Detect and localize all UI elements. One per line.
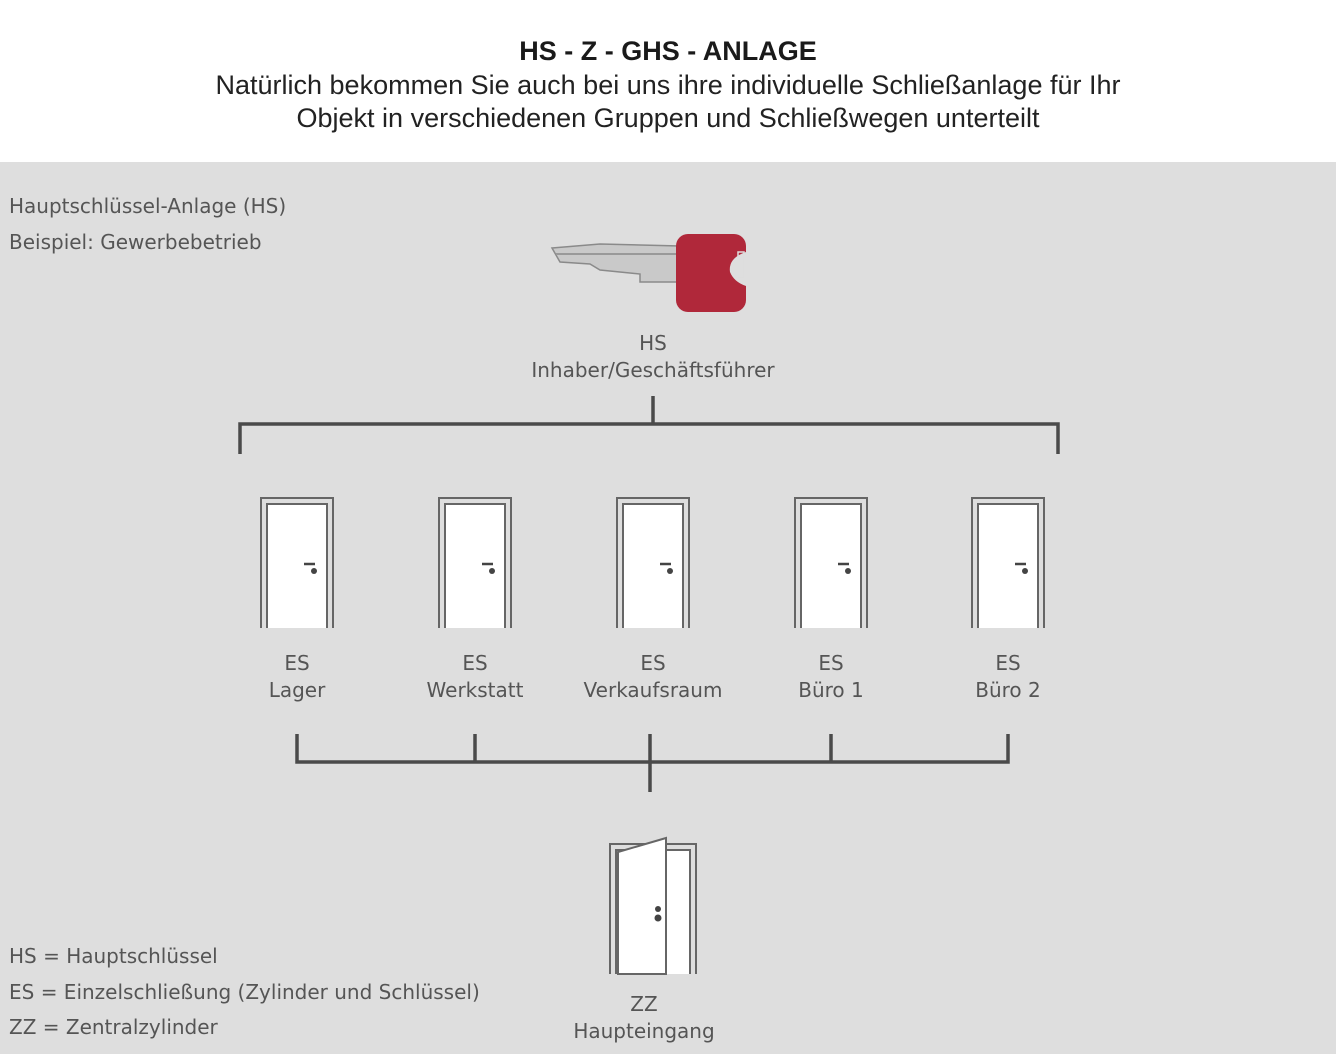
door-label: Werkstatt <box>426 678 524 702</box>
door-icon <box>794 497 868 628</box>
main-entrance-door-icon <box>609 836 697 975</box>
bottom-connector <box>295 734 1010 792</box>
central-cylinder-code: ZZ <box>630 992 658 1016</box>
door-icon <box>260 497 334 628</box>
door-code: ES <box>995 651 1021 675</box>
door-icon <box>438 497 512 628</box>
master-key-label: Inhaber/Geschäftsführer <box>531 358 775 382</box>
door-label: Büro 2 <box>975 678 1041 702</box>
top-connector <box>238 396 1060 454</box>
master-key-code: HS <box>639 331 667 355</box>
key-icon <box>550 234 746 312</box>
intro-example: Beispiel: Gewerbebetrieb <box>9 230 262 254</box>
door-code: ES <box>640 651 666 675</box>
subtitle-line-1: Natürlich bekommen Sie auch bei uns ihre… <box>215 70 1121 100</box>
door-label: Lager <box>268 678 326 702</box>
intro-title: Hauptschlüssel-Anlage (HS) <box>9 194 287 218</box>
door-label: Verkaufsraum <box>583 678 723 702</box>
subtitle-line-2: Objekt in verschiedenen Gruppen und Schl… <box>296 103 1040 133</box>
door-code: ES <box>462 651 488 675</box>
door-code: ES <box>818 651 844 675</box>
door-label: Büro 1 <box>798 678 864 702</box>
header: HS - Z - GHS - ANLAGE Natürlich bekommen… <box>0 0 1336 162</box>
door-icon <box>971 497 1045 628</box>
page-title: HS - Z - GHS - ANLAGE <box>519 36 817 66</box>
legend-item: ZZ = Zentralzylinder <box>9 1015 218 1039</box>
door-code: ES <box>284 651 310 675</box>
door-icon <box>616 497 690 628</box>
legend-item: HS = Hauptschlüssel <box>9 944 218 968</box>
legend-item: ES = Einzelschließung (Zylinder und Schl… <box>9 980 480 1004</box>
central-cylinder-label: Haupteingang <box>573 1019 715 1043</box>
